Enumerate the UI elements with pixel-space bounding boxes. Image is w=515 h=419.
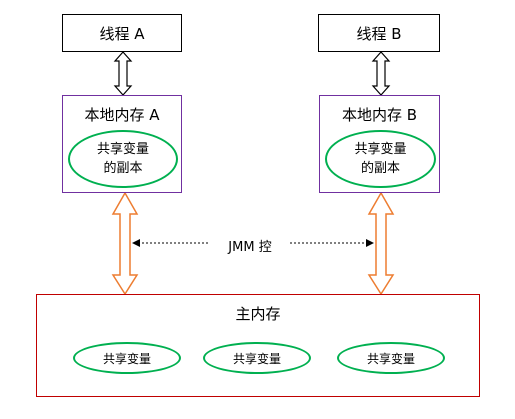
jmm-arrowhead-left: [132, 239, 140, 247]
shared-variable-label-2: 共享变量: [232, 351, 281, 366]
jmm-arrowhead-right: [366, 239, 374, 247]
thread-b-double-arrow: [371, 51, 391, 96]
local-b-shared-copy-ellipse: 共享变量 的副本: [325, 130, 436, 188]
shared-variable-label-1: 共享变量: [102, 351, 151, 366]
local-memory-b-title: 本地内存 B: [341, 106, 418, 124]
local-memory-a-title: 本地内存 A: [84, 106, 160, 124]
main-memory-title: 主内存: [235, 305, 281, 323]
local-memory-b-box: 本地内存 B 共享变量 的副本: [319, 95, 440, 193]
local-a-copy-line1: 共享变量: [96, 142, 149, 157]
thread-a-box: 线程 A: [62, 14, 182, 52]
local-memory-a-box: 本地内存 A 共享变量 的副本: [62, 95, 182, 193]
thread-a-label: 线程 A: [99, 24, 145, 43]
main-memory-box: 主内存 共享变量 共享变量 共享变量: [36, 294, 480, 397]
jmm-control-label: JMM 控: [210, 236, 290, 255]
shared-variable-ellipse-2: 共享变量: [203, 342, 311, 374]
local-a-shared-copy-ellipse: 共享变量 的副本: [68, 130, 178, 188]
local-a-copy-line2: 的副本: [103, 161, 143, 176]
shared-variable-ellipse-1: 共享变量: [73, 342, 181, 374]
local-b-copy-line1: 共享变量: [354, 142, 407, 157]
thread-b-label: 线程 B: [356, 24, 402, 43]
shared-variable-label-3: 共享变量: [366, 351, 415, 366]
thread-a-double-arrow: [113, 51, 133, 96]
thread-b-box: 线程 B: [318, 14, 440, 52]
shared-variable-ellipse-3: 共享变量: [337, 342, 445, 374]
local-b-copy-line2: 的副本: [360, 161, 400, 176]
